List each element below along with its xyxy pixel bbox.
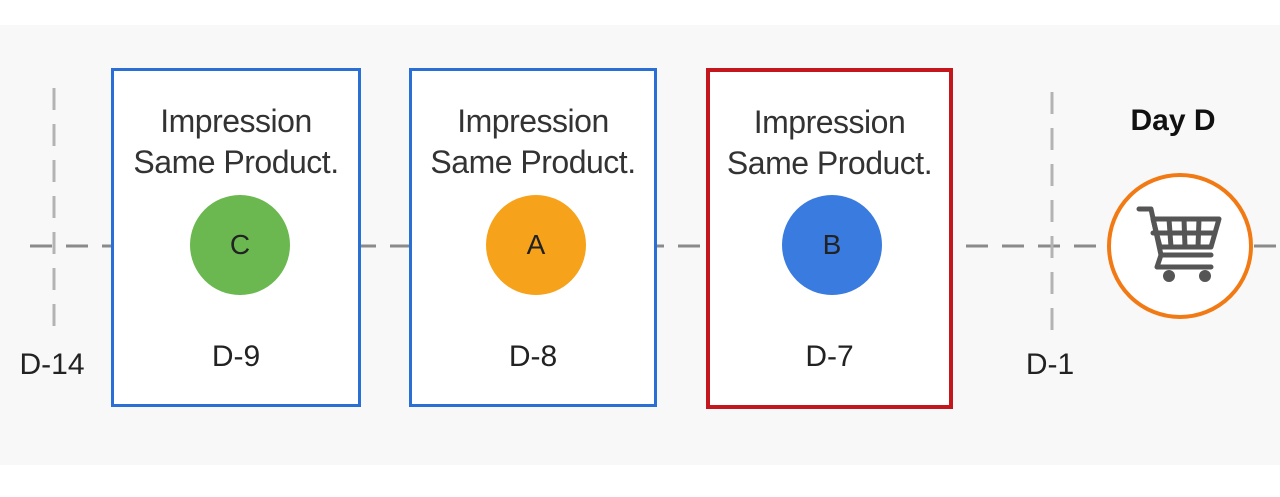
impression-title: Impression Same Product.	[726, 104, 933, 181]
impression-box-d9: Impression Same Product. C D-9	[111, 68, 361, 407]
shopping-cart-icon	[1136, 206, 1222, 282]
day-d-label: Day D	[1130, 104, 1216, 137]
impression-title: Impression Same Product.	[430, 103, 636, 180]
day-label-d8: D-8	[508, 340, 558, 373]
day-label-d7: D-7	[805, 340, 854, 373]
purchase-circle	[1107, 173, 1253, 319]
product-a-circle: A	[486, 195, 586, 295]
day-label-d9: D-9	[211, 340, 261, 373]
day-label-d14: D-14	[19, 348, 85, 381]
impression-box-d7: Impression Same Product. B D-7	[706, 68, 953, 409]
product-c-circle: C	[190, 195, 290, 295]
product-b-circle: B	[782, 195, 882, 295]
impression-box-d8: Impression Same Product. A D-8	[409, 68, 657, 407]
day-label-d1: D-1	[1025, 348, 1075, 381]
impression-title: Impression Same Product.	[133, 103, 339, 180]
